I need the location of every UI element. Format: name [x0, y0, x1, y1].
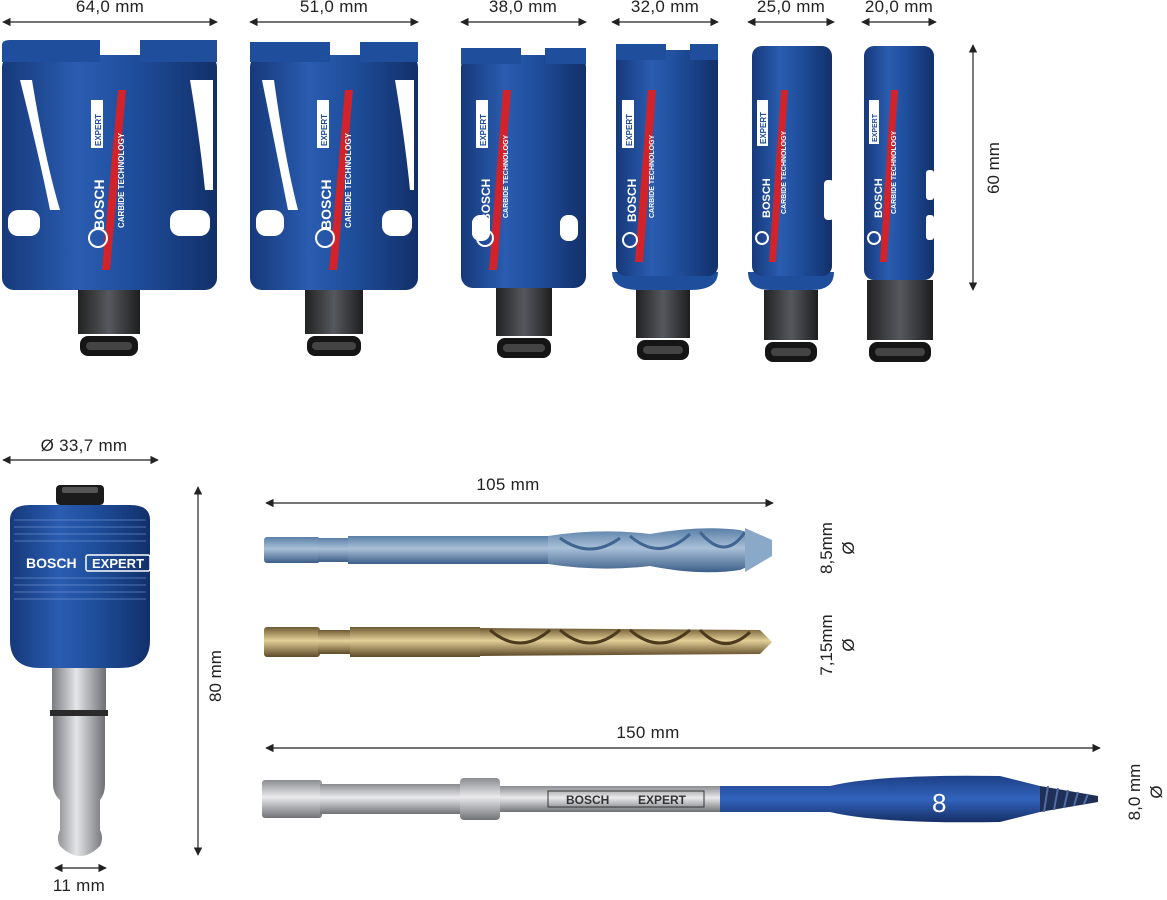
adapter-length-label: 80 mm [206, 650, 225, 702]
drill-bit-length-label: 105 mm [476, 475, 540, 494]
spade-bit-diameter-symbol: Ø [1147, 785, 1166, 799]
brand-text-spade: BOSCH [566, 793, 609, 807]
hole-saw-64 [2, 40, 217, 356]
brand-text-saw-64: BOSCH [91, 179, 107, 230]
line-text-saw-25: EXPERT [759, 112, 768, 144]
hole-saw-32 [612, 44, 718, 360]
diameter-label-38: 38,0 mm [488, 0, 558, 16]
line-text-saw-32: EXPERT [625, 114, 634, 146]
adapter-diameter-label: Ø 33,7 mm [40, 436, 128, 455]
spade-bit-diameter-value: 8,0 mm [1125, 763, 1144, 821]
diameter-label-25: 25,0 mm [756, 0, 826, 16]
hole-saw-25 [748, 46, 834, 362]
diameter-label-32: 32,0 mm [630, 0, 700, 16]
tagline-saw-38: CARBIDE TECHNOLOGY [503, 134, 510, 218]
diameter-label-64: 64,0 mm [75, 0, 145, 16]
metal-drill-bit [264, 627, 772, 657]
spade-bit-length-label: 150 mm [616, 723, 680, 742]
line-text-saw-38: EXPERT [479, 114, 488, 146]
spade-size-mark: 8 [932, 788, 946, 818]
brand-text-saw-51: BOSCH [318, 179, 334, 230]
brand-text-saw-38: BOSCH [479, 179, 493, 222]
tagline-saw-20: CARBIDE TECHNOLOGY [891, 130, 898, 214]
brand-text-saw-32: BOSCH [625, 179, 639, 222]
drill-bit-2-diameter-label: 7,15mm Ø [816, 614, 860, 675]
brand-text-saw-20: BOSCH [873, 178, 885, 218]
drill-bit-1-diameter-symbol: Ø [839, 541, 858, 555]
tagline-saw-32: CARBIDE TECHNOLOGY [649, 134, 656, 218]
drill-bit-1-diameter-value: 8,5mm [817, 522, 836, 574]
brand-text-adapter: BOSCH [26, 555, 77, 571]
tagline-saw-64: CARBIDE TECHNOLOGY [117, 132, 126, 228]
hole-saw-38 [461, 48, 586, 358]
spade-bit-diameter-label: 8,0 mm Ø [1124, 764, 1167, 821]
spade-drill-bit [262, 775, 1098, 823]
line-text-saw-20: EXPERT [872, 113, 879, 142]
hole-saw-51 [250, 42, 418, 356]
drill-bit-2-diameter-symbol: Ø [839, 638, 858, 652]
line-text-saw-64: EXPERT [94, 114, 103, 146]
line-text-saw-51: EXPERT [320, 114, 329, 146]
hole-saw-20 [864, 46, 934, 362]
power-change-adapter [10, 485, 151, 856]
line-text-adapter: EXPERT [92, 556, 144, 571]
tagline-saw-51: CARBIDE TECHNOLOGY [344, 132, 353, 228]
dimension-lines [2, 17, 1101, 873]
line-text-spade: EXPERT [638, 793, 687, 807]
diameter-label-51: 51,0 mm [299, 0, 369, 16]
hole-saw-height-label: 60 mm [984, 142, 1003, 194]
adapter-shank-label: 11 mm [52, 876, 106, 895]
diameter-label-20: 20,0 mm [864, 0, 934, 16]
tagline-saw-25: CARBIDE TECHNOLOGY [781, 130, 788, 214]
drill-bit-1-diameter-label: 8,5mm Ø [816, 522, 860, 574]
drill-bit-2-diameter-value: 7,15mm [817, 614, 836, 676]
brand-text-saw-25: BOSCH [761, 178, 773, 218]
masonry-drill-bit [264, 528, 772, 573]
